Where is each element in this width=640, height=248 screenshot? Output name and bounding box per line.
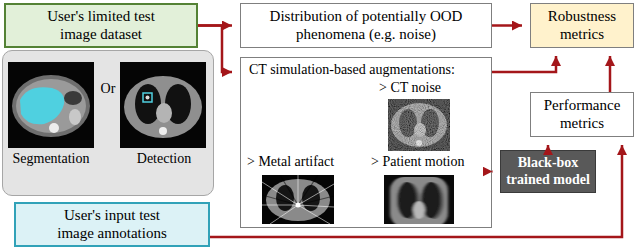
kidney xyxy=(69,109,81,125)
noise-overlay xyxy=(388,99,450,151)
streak xyxy=(298,205,334,207)
node-label: > Metal artifact xyxy=(247,154,365,170)
flow-arrow xyxy=(198,26,232,73)
streak xyxy=(262,205,298,206)
nodule xyxy=(146,96,150,100)
ct-background xyxy=(8,62,94,148)
streak xyxy=(298,205,330,224)
annotation-box: User's input test image annotations xyxy=(14,202,210,247)
text-slot: Or xyxy=(96,81,120,97)
spine xyxy=(49,123,59,133)
ct-background xyxy=(388,99,450,151)
ct-noise-image xyxy=(388,99,450,151)
body-tissue xyxy=(16,79,86,133)
segmentation-ct-image xyxy=(8,62,94,148)
body-outline xyxy=(12,75,90,137)
streak xyxy=(298,175,299,205)
node-label: > Patient motion xyxy=(371,154,489,170)
process-box: Performance metrics xyxy=(530,92,634,137)
text-slot: > CT noise xyxy=(379,80,487,96)
text-slot: Detection xyxy=(118,151,210,167)
spine xyxy=(159,127,167,135)
metal-implant xyxy=(296,203,301,208)
heart xyxy=(156,103,172,123)
bright-streaks xyxy=(262,175,334,224)
text-slot: CT simulation-based augmentations: xyxy=(249,62,487,78)
patient-motion-image xyxy=(384,175,454,224)
dark-streaks xyxy=(262,175,334,205)
node-label: User's limited test image dataset xyxy=(34,8,169,43)
node-label: Distribution of potentially OOD phenomen… xyxy=(251,8,481,43)
stomach xyxy=(64,91,82,105)
body-tissue xyxy=(124,76,202,138)
flow-arrow xyxy=(492,24,522,27)
ct-background xyxy=(262,175,334,224)
streak xyxy=(270,205,298,224)
detection-ct-image xyxy=(120,62,206,148)
node-label: Performance metrics xyxy=(534,97,630,132)
dataset-box: User's limited test image dataset xyxy=(4,3,198,48)
flow-arrow xyxy=(609,56,612,92)
liver-mask xyxy=(20,87,64,124)
text-slot: > Patient motion xyxy=(371,154,489,170)
lung-ghost xyxy=(424,183,444,219)
node-label: Or xyxy=(96,81,120,97)
streak xyxy=(298,184,334,205)
lung xyxy=(302,185,320,211)
streak xyxy=(298,196,334,205)
streak xyxy=(262,195,298,205)
torso xyxy=(390,177,448,224)
text-slot: > Metal artifact xyxy=(247,154,365,170)
blurred-chest xyxy=(390,177,448,224)
node-label: Detection xyxy=(118,151,210,167)
detection-box xyxy=(143,93,152,102)
node-label: > CT noise xyxy=(379,80,487,96)
node-label: User's input test image annotations xyxy=(45,207,180,242)
text-slot: Segmentation xyxy=(5,151,97,167)
flow-arrow xyxy=(547,145,550,150)
output-box: Robustness metrics xyxy=(530,3,634,48)
ct-background xyxy=(120,62,206,148)
metal-artifact-image xyxy=(262,175,334,224)
node-label: CT simulation-based augmentations: xyxy=(249,62,487,78)
node-label: Black-box trained model xyxy=(504,155,592,187)
lung xyxy=(276,185,294,211)
node-label: Segmentation xyxy=(5,151,97,167)
flow-arrow xyxy=(491,170,494,173)
streak xyxy=(262,182,298,205)
heart xyxy=(413,201,425,219)
process-box: Distribution of potentially OOD phenomen… xyxy=(240,3,492,48)
flow-arrow xyxy=(492,56,556,72)
node-label: Robustness metrics xyxy=(534,8,630,43)
model-box: Black-box trained model xyxy=(500,150,596,193)
flow-arrow xyxy=(210,145,622,237)
